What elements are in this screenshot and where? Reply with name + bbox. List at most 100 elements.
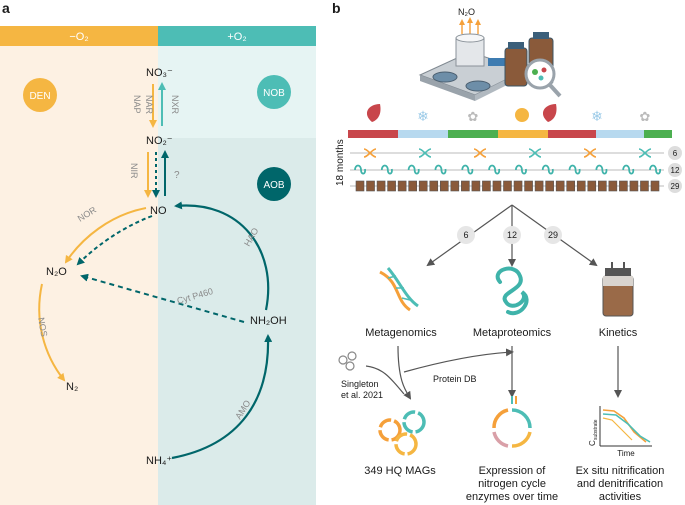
sample-jar-mark (598, 180, 607, 192)
dna-icon (379, 267, 419, 312)
season-segment (348, 130, 398, 138)
kinetics-y-subscript: substrate (593, 419, 599, 440)
branch-count-badge (503, 226, 521, 244)
arrow-amo (171, 334, 273, 460)
sample-protein-mark (354, 164, 367, 175)
sample-protein-mark (622, 164, 635, 175)
sample-protein-mark (568, 164, 581, 175)
n2o-emission-label: N₂O (458, 7, 475, 17)
panel-label-b: b (332, 0, 341, 16)
sample-jar-mark (566, 180, 576, 192)
compound-nh4: NH₄⁺ (146, 455, 172, 467)
sample-dna-mark (473, 148, 487, 158)
flower-icon: ✿ (468, 110, 479, 125)
sample-jar-mark (619, 180, 628, 192)
den-badge (23, 78, 57, 112)
compound-n2o: N₂O (46, 266, 67, 278)
method-metagenomics: Metagenomics (365, 327, 437, 339)
output-mags: 349 HQ MAGs (364, 465, 436, 477)
header-anoxic (0, 26, 158, 46)
count-kinetics: 29 (671, 182, 680, 191)
enzyme-nir: NIR (129, 163, 139, 179)
season-segment (596, 130, 644, 138)
sample-dna-mark (638, 148, 652, 158)
season-segment (398, 130, 448, 138)
season-timeline: ❄ ✿ ❄ ✿ (348, 104, 672, 138)
leaf-icon (366, 104, 381, 122)
sample-jar-mark (513, 180, 523, 192)
season-segment (448, 130, 498, 138)
protein-icon (495, 266, 529, 316)
sample-jar-mark (534, 180, 544, 192)
arrow-singleton-merge (365, 365, 405, 395)
arrow-nor-den (64, 207, 147, 264)
output-activities-line2: and denitrification (577, 478, 663, 490)
header-oxic-label: +O₂ (227, 31, 246, 43)
sample-jar-mark (492, 180, 502, 192)
compound-nh2oh: NH₂OH (250, 315, 287, 327)
mag-rings-icon (378, 410, 426, 456)
enzyme-unknown: ? (174, 170, 180, 181)
snowflake-icon: ❄ (591, 109, 603, 125)
sample-jar-mark (482, 180, 491, 192)
aob-badge-label: AOB (263, 180, 284, 191)
sample-dna-mark (528, 148, 542, 158)
arrow-protein-db (403, 348, 514, 373)
sample-dna-mark (583, 148, 597, 158)
compound-no: NO (150, 205, 167, 217)
nob-badge (257, 75, 291, 109)
sample-jar-mark (650, 180, 660, 192)
sample-jar-mark (429, 180, 439, 192)
branch-count-metaproteomics: 12 (507, 230, 517, 240)
season-segment (644, 130, 672, 138)
sample-jar-mark (503, 180, 512, 192)
count-badge (668, 146, 682, 160)
arrow-nos (38, 283, 66, 382)
count-protein: 12 (671, 166, 680, 175)
aob-zone (158, 138, 316, 505)
sample-jar-mark (608, 180, 618, 192)
sample-jar-mark (439, 180, 449, 192)
months-label: 18 months (335, 139, 346, 186)
branch-count-badge (457, 226, 475, 244)
sample-jar-mark (461, 180, 470, 192)
sample-jar-mark (629, 180, 639, 192)
arrow-to-mags (397, 345, 412, 400)
anoxic-zone (0, 46, 158, 505)
branch-count-kinetics: 29 (548, 230, 558, 240)
leaf-icon (542, 104, 557, 122)
kinetics-plot-icon (599, 406, 652, 447)
compound-n2: N₂ (66, 381, 78, 393)
output-expression-line2: nitrogen cycle (478, 478, 546, 490)
method-kinetics: Kinetics (599, 327, 638, 339)
output-expression-line1: Expression of (479, 465, 547, 477)
compound-no3: NO₃⁻ (146, 67, 173, 79)
protein-db-label: Protein DB (433, 374, 477, 384)
sample-protein-mark (541, 164, 554, 175)
sample-jar-mark (418, 180, 428, 192)
singleton-ref-line1: Singleton (341, 379, 379, 389)
count-dna: 6 (673, 149, 678, 158)
sample-protein-mark (488, 164, 501, 175)
arrow-nor-aob (76, 215, 153, 266)
output-expression-line3: enzymes over time (466, 491, 558, 503)
sample-protein-mark (380, 164, 393, 175)
branch-count-metagenomics: 6 (463, 230, 468, 240)
bioreactor-icon (602, 262, 634, 317)
output-activities-line3: activities (599, 491, 642, 503)
snowflake-icon: ❄ (417, 109, 429, 125)
sample-protein-mark (407, 164, 420, 175)
header-anoxic-label: −O₂ (69, 31, 88, 43)
count-badge (668, 179, 682, 193)
sample-dna-mark (363, 148, 377, 158)
genome-reference-icon (338, 351, 357, 371)
sample-jar-mark (471, 180, 481, 192)
kinetics-x-label: Time (617, 449, 635, 458)
den-badge-label: DEN (29, 91, 50, 102)
sample-protein-mark (434, 164, 447, 175)
output-activities-line1: Ex situ nitrification (576, 465, 665, 477)
sample-jar-mark (640, 180, 649, 192)
enzyme-nap: NAP (132, 95, 142, 114)
enzyme-nos: NOS (36, 317, 49, 338)
sample-protein-mark (595, 164, 608, 175)
